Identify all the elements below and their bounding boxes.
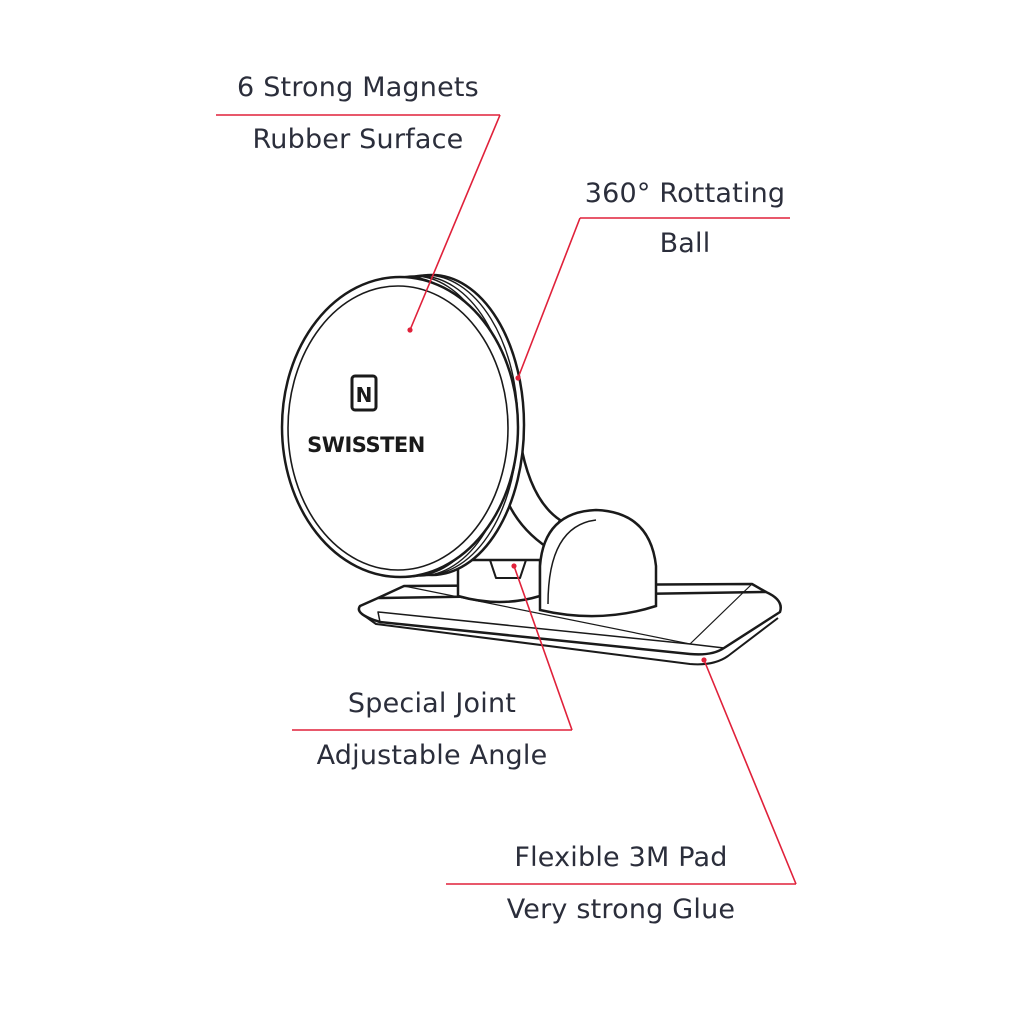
leader-joint	[513, 565, 573, 731]
swissten-logo: N SWISSTEN	[307, 374, 425, 457]
callout-joint-line1: Special Joint	[347, 688, 517, 719]
callout-magnets-line1: 6 Strong Magnets	[237, 72, 479, 103]
dot-pad	[701, 657, 707, 663]
dot-joint	[511, 563, 517, 569]
leader-rotating	[517, 217, 581, 379]
dot-rotating	[515, 375, 521, 381]
callout-rotating-line1: 360° Rottating	[584, 178, 786, 209]
leader-magnets	[409, 114, 501, 331]
callout-pad-line1: Flexible 3M Pad	[514, 842, 728, 873]
dot-magnets	[407, 327, 413, 333]
leader-lines	[216, 114, 797, 885]
callout-pad-line2: Very strong Glue	[506, 894, 736, 925]
callout-joint-line2: Adjustable Angle	[316, 740, 548, 771]
callout-magnets-line2: Rubber Surface	[252, 124, 464, 155]
leader-pad	[703, 659, 797, 885]
rotating-ball	[538, 508, 658, 618]
callout-rotating-line2: Ball	[659, 228, 711, 259]
leader-dots	[407, 327, 707, 663]
logo-text: SWISSTEN	[307, 433, 425, 457]
magnetic-disc	[280, 273, 526, 579]
base-pad	[357, 582, 782, 666]
logo-mark: N	[356, 383, 373, 407]
